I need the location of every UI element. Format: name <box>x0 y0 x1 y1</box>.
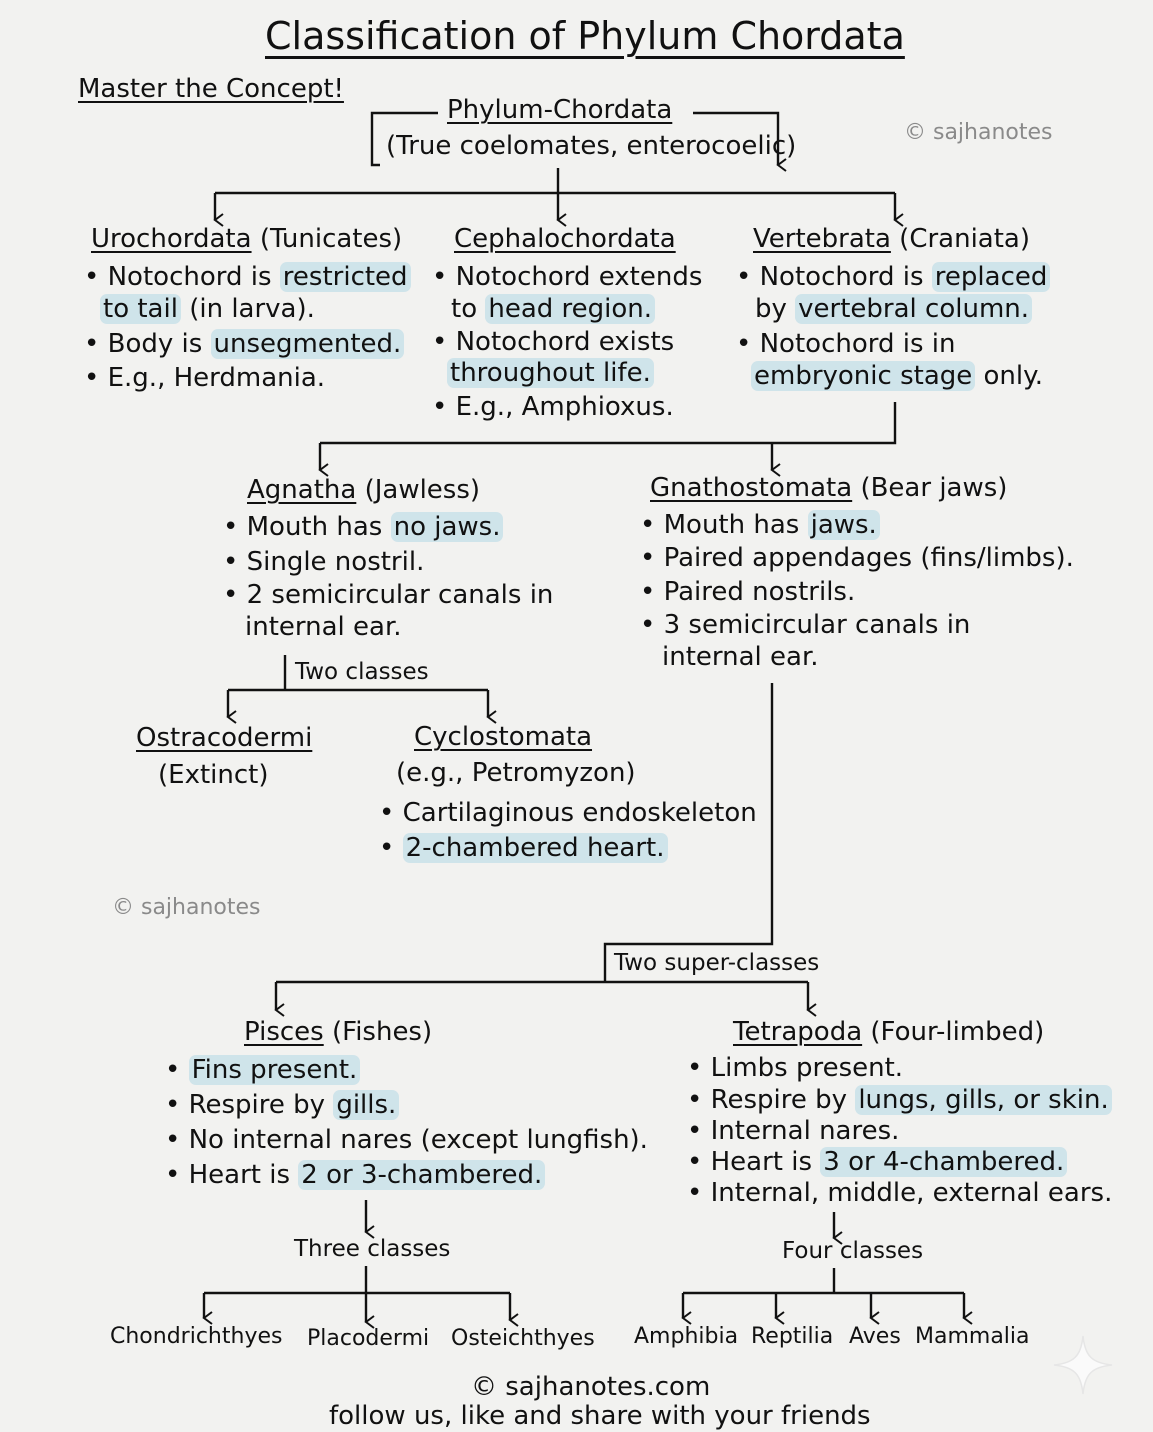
gnatho-point-1: • Mouth has jaws. <box>640 510 880 540</box>
verte-point-2: • Notochord is in <box>736 329 956 359</box>
sparkle-icon <box>1053 1335 1113 1395</box>
tetrapoda-heading: Tetrapoda (Four-limbed) <box>733 1017 1044 1047</box>
pisces-point-3: • No internal nares (except lungfish). <box>165 1125 648 1155</box>
root-bracket-right <box>693 111 787 172</box>
pisces-alias: (Fishes) <box>331 1017 433 1047</box>
gnatho-point-3: • Paired nostrils. <box>640 577 856 607</box>
tetra-point-3: • Internal nares. <box>687 1116 900 1146</box>
agnatha-heading: Agnatha (Jawless) <box>247 475 480 505</box>
page-title: Classification of Phylum Chordata <box>265 14 905 58</box>
cephalo-point-2: • Notochord exists <box>432 327 675 357</box>
vertebrata-name: Vertebrata <box>753 224 891 254</box>
agnatha-point-1: • Mouth has no jaws. <box>223 512 504 542</box>
cyclo-point-2: • 2-chambered heart. <box>379 833 668 863</box>
gnatho-point-2: • Paired appendages (fins/limbs). <box>640 543 1074 573</box>
ostracodermi-desc: (Extinct) <box>158 760 269 790</box>
watermark-top: © sajhanotes <box>904 120 1053 145</box>
cephalochordata-name: Cephalochordata <box>454 224 676 254</box>
subtitle: Master the Concept! <box>78 74 344 104</box>
tetrapoda-name: Tetrapoda <box>733 1017 863 1047</box>
uro-point-1-cont: to tail (in larva). <box>100 294 315 324</box>
verte-point-1-cont: by vertebral column. <box>755 294 1033 324</box>
cephalo-point-1-cont: to head region. <box>451 294 656 324</box>
ostracodermi-name: Ostracodermi <box>136 723 313 753</box>
class-osteichthyes: Osteichthyes <box>451 1326 595 1351</box>
pisces-point-2: • Respire by gills. <box>165 1090 400 1120</box>
gnatho-superclasses-label: Two super-classes <box>614 950 820 976</box>
gnatho-alias: (Bear jaws) <box>860 473 1008 503</box>
watermark-mid: © sajhanotes <box>112 895 261 920</box>
agnatha-alias: (Jawless) <box>364 475 481 505</box>
cyclo-point-1: • Cartilaginous endoskeleton <box>379 798 757 828</box>
agnatha-name: Agnatha <box>247 475 357 505</box>
urochordata-heading: Urochordata (Tunicates) <box>91 224 402 254</box>
cephalo-point-3: • E.g., Amphioxus. <box>432 392 674 422</box>
gnatho-point-4-cont: internal ear. <box>662 642 819 672</box>
vertebrata-alias: (Craniata) <box>899 224 1030 254</box>
cyclostomata-name: Cyclostomata <box>414 722 593 752</box>
class-chondrichthyes: Chondrichthyes <box>110 1324 283 1349</box>
class-reptilia: Reptilia <box>751 1324 834 1349</box>
tetra-classes-label: Four classes <box>782 1238 924 1264</box>
tetra-point-4: • Heart is 3 or 4-chambered. <box>687 1147 1068 1177</box>
class-aves: Aves <box>849 1324 901 1349</box>
gnatho-name: Gnathostomata <box>650 473 853 503</box>
pisces-point-1: • Fins present. <box>165 1055 361 1085</box>
root-description: (True coelomates, enterocoelic) <box>386 131 797 161</box>
uro-point-3: • E.g., Herdmania. <box>84 363 326 393</box>
pisces-name: Pisces <box>244 1017 324 1047</box>
tetrapoda-alias: (Four-limbed) <box>870 1017 1045 1047</box>
agnatha-classes-label: Two classes <box>295 659 429 685</box>
urochordata-name: Urochordata <box>91 224 252 254</box>
root-title: Phylum-Chordata <box>447 95 673 125</box>
cephalo-point-1: • Notochord extends <box>432 262 703 292</box>
agnatha-point-2: • Single nostril. <box>223 547 425 577</box>
gnatho-stem <box>603 683 774 982</box>
footer-cta: follow us, like and share with your frie… <box>329 1401 871 1431</box>
class-placodermi: Placodermi <box>307 1326 430 1351</box>
verte-point-1: • Notochord is replaced <box>736 262 1051 292</box>
class-amphibia: Amphibia <box>634 1324 739 1349</box>
root-bracket-left <box>370 111 438 167</box>
agnatha-point-3-cont: internal ear. <box>245 612 402 642</box>
footer-site[interactable]: © sajhanotes.com <box>471 1372 711 1402</box>
pisces-point-4: • Heart is 2 or 3-chambered. <box>165 1160 546 1190</box>
urochordata-alias: (Tunicates) <box>259 224 403 254</box>
uro-point-2: • Body is unsegmented. <box>84 329 405 359</box>
pisces-heading: Pisces (Fishes) <box>244 1017 432 1047</box>
pisces-classes-label: Three classes <box>294 1236 451 1262</box>
vertebrata-heading: Vertebrata (Craniata) <box>753 224 1030 254</box>
gnatho-point-4: • 3 semicircular canals in <box>640 610 971 640</box>
class-mammalia: Mammalia <box>915 1324 1030 1349</box>
gnatho-heading: Gnathostomata (Bear jaws) <box>650 473 1007 503</box>
agnatha-point-3: • 2 semicircular canals in <box>223 580 554 610</box>
tetra-point-2: • Respire by lungs, gills, or skin. <box>687 1085 1112 1115</box>
uro-point-1: • Notochord is restricted <box>84 262 411 292</box>
verte-point-2-cont: embryonic stage only. <box>751 361 1043 391</box>
tetra-point-1: • Limbs present. <box>687 1053 904 1083</box>
vertebrata-branch-bar <box>320 402 897 445</box>
cyclostomata-desc: (e.g., Petromyzon) <box>396 758 636 788</box>
tetra-point-5: • Internal, middle, external ears. <box>687 1178 1113 1208</box>
cephalo-point-2-cont: throughout life. <box>447 358 654 388</box>
